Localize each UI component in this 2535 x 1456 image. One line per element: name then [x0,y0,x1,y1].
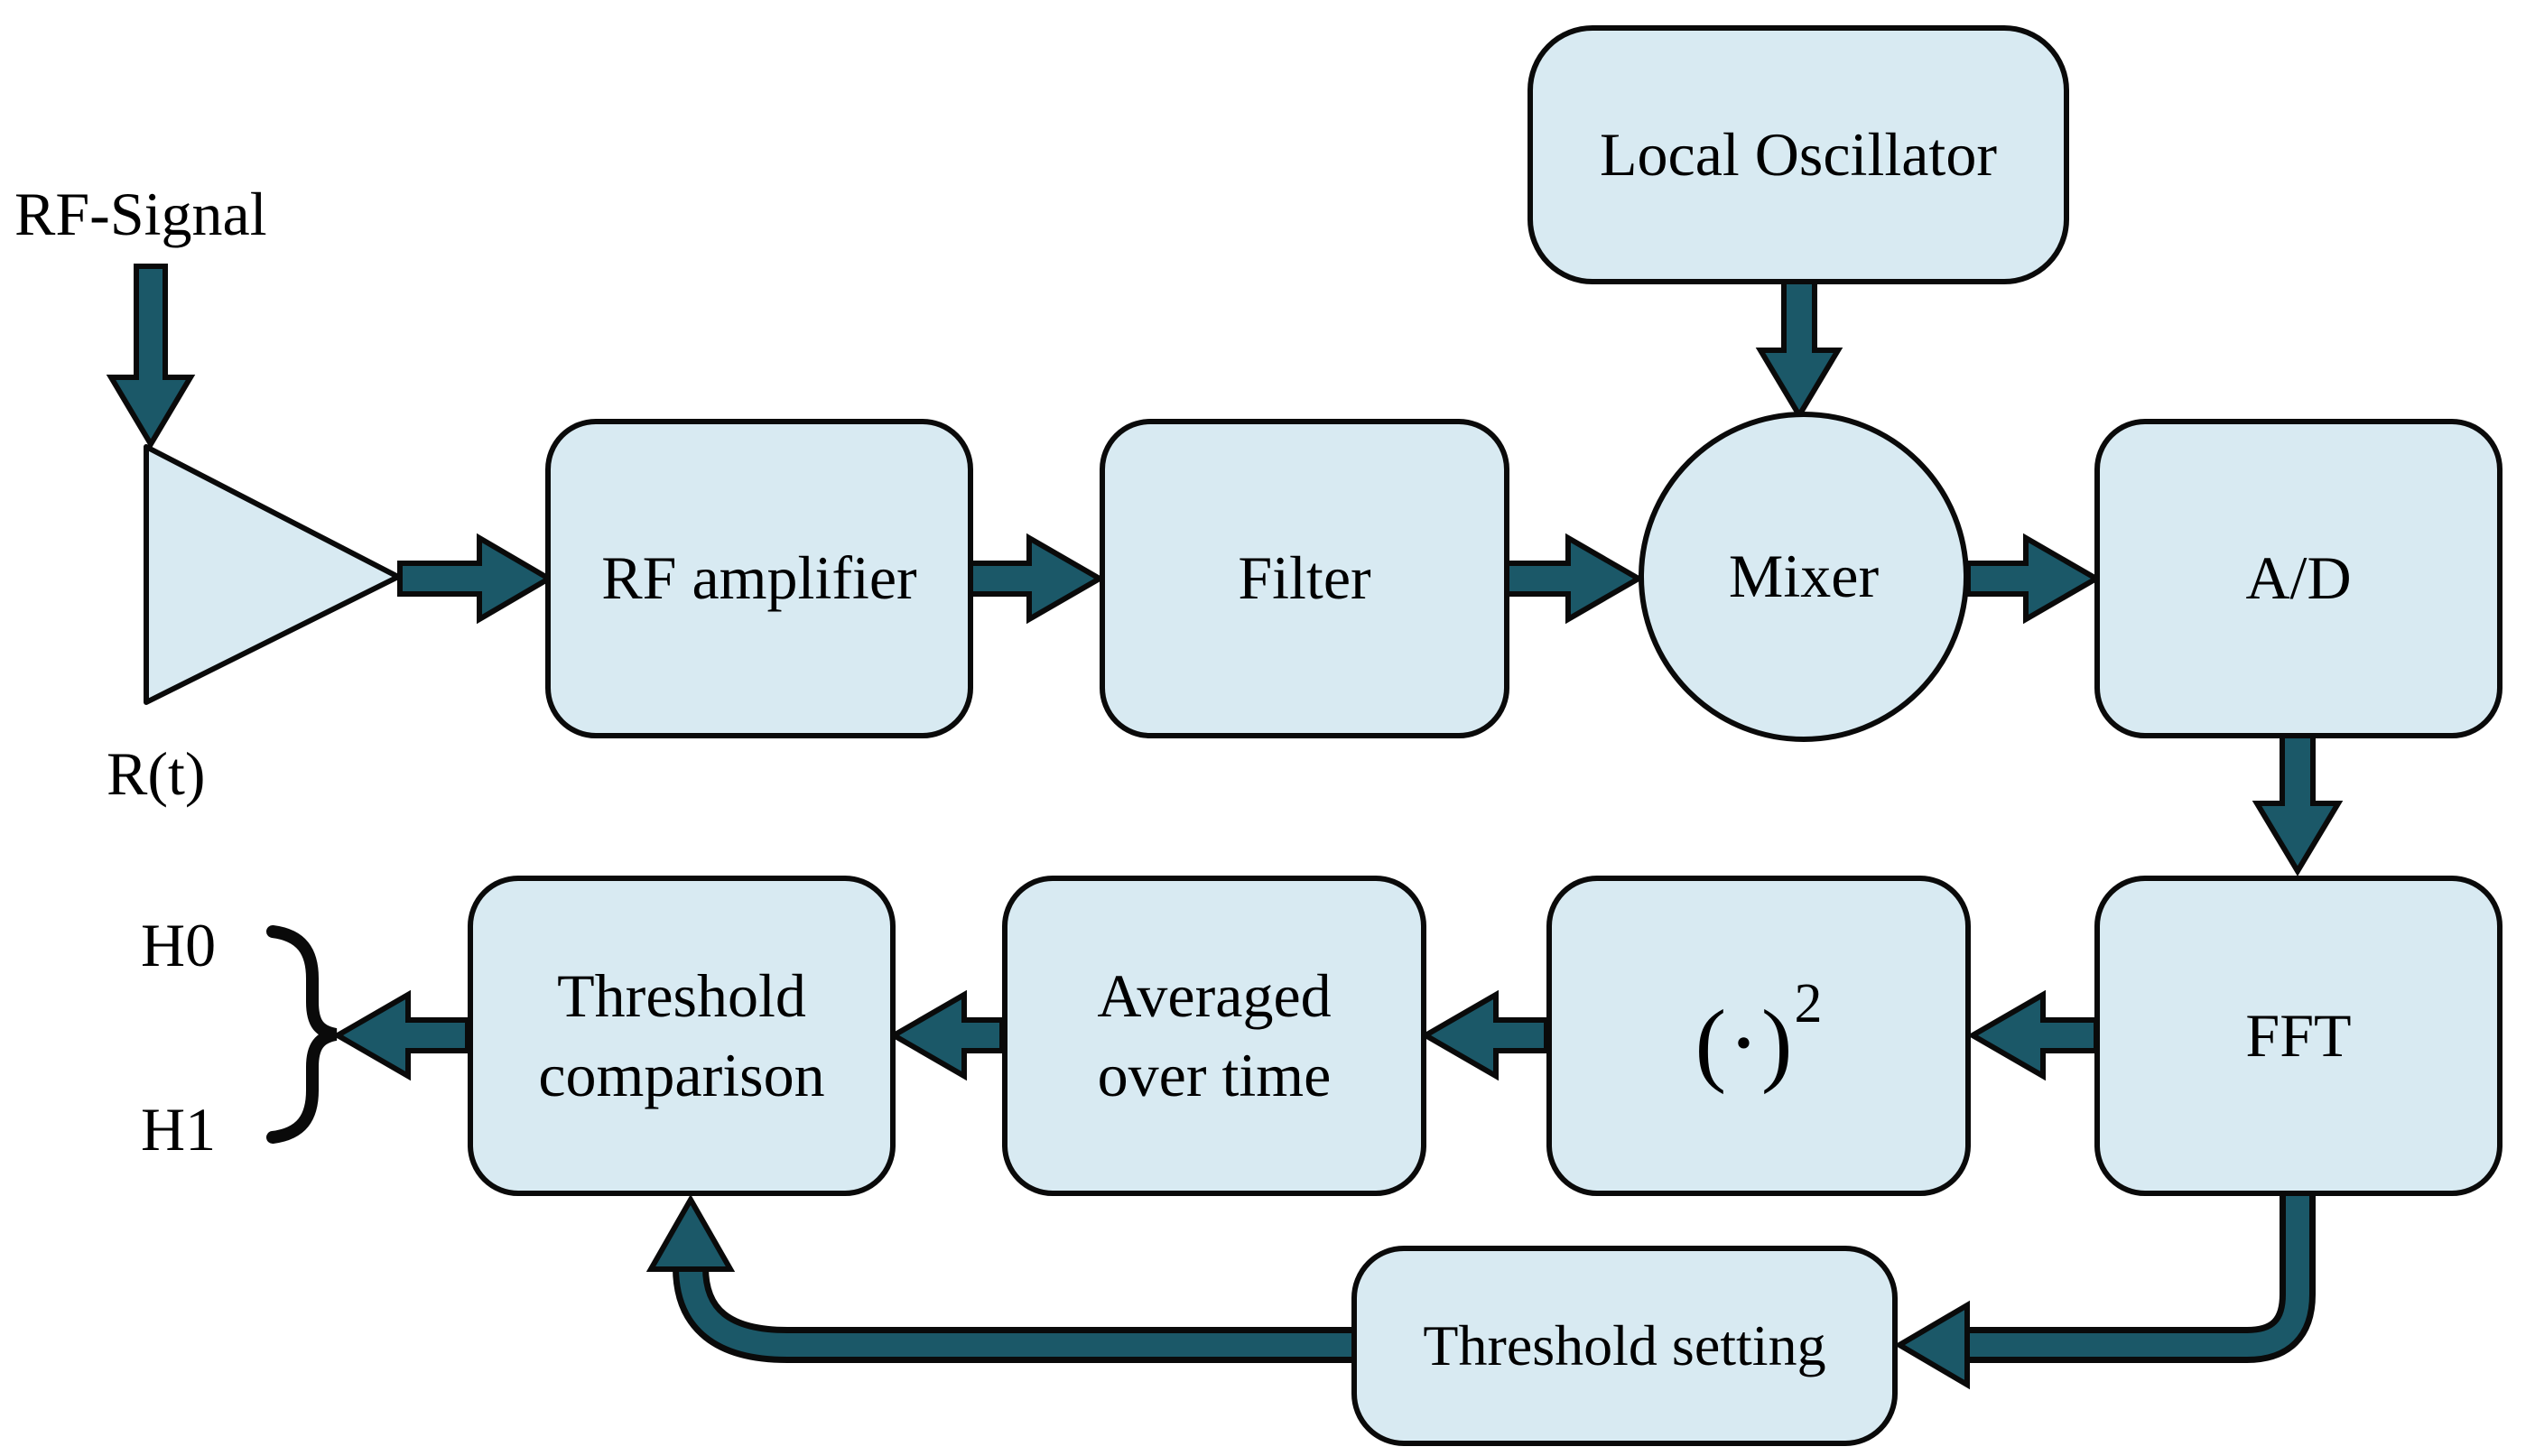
arrow-fft-to-squarer [1966,989,2099,1081]
threshold-setting-label: Threshold setting [1423,1313,1826,1378]
node-fft: FFT [2094,876,2502,1196]
hypothesis-h1-label: H1 [141,1095,217,1164]
feedback-fft-to-threshold-setting-line [1965,1193,2309,1357]
averager-label-line2: over time [1097,1040,1332,1109]
feedback-threshold-setting-to-comparison-line [679,1266,1351,1357]
local-oscillator-label: Local Oscillator [1600,119,1997,189]
arrow-averager-to-threshold-comparison [887,989,1005,1081]
arrow-antenna-to-rf-amplifier [397,533,554,625]
ad-converter-label: A/D [2245,543,2352,613]
node-threshold-comparison: Threshold comparison [468,876,896,1196]
averager-label-line1: Averaged [1097,961,1332,1031]
node-averager: Averaged over time [1002,876,1426,1196]
squarer-label-exponent: 2 [1794,972,1823,1034]
rf-signal-input-arrow-icon [106,264,196,450]
rf-signal-label: RF-Signal [14,180,267,248]
antenna-triangle-icon [144,444,401,705]
fft-label: FFT [2245,1000,2352,1070]
arrow-squarer-to-averager [1419,989,1549,1081]
hypothesis-h0-label: H0 [141,911,217,979]
threshold-comparison-label-line2: comparison [538,1040,825,1109]
node-local-oscillator: Local Oscillator [1528,25,2069,284]
node-threshold-setting: Threshold setting [1351,1246,1898,1446]
arrow-threshold-comparison-to-output [331,989,470,1081]
arrow-rf-amplifier-to-filter [967,533,1106,625]
feedback-arrowhead-into-threshold-comparison [645,1193,736,1272]
squarer-label: (·)2 [1695,969,1823,1103]
arrow-mixer-to-ad [1965,533,2103,625]
node-filter: Filter [1100,419,1509,738]
arrow-local-oscillator-to-mixer [1755,277,1843,421]
rf-amplifier-label: RF amplifier [601,543,917,613]
node-ad-converter: A/D [2094,419,2502,738]
filter-label: Filter [1238,543,1371,613]
node-squarer: (·)2 [1546,876,1971,1196]
arrow-filter-to-mixer [1503,533,1645,625]
mixer-label: Mixer [1728,542,1880,611]
squarer-label-main: (·) [1695,990,1795,1095]
threshold-comparison-label-line1: Threshold [557,961,806,1031]
node-rf-amplifier: RF amplifier [545,419,973,738]
feedback-fft-to-threshold-setting-outline [1965,1193,2316,1363]
antenna-signal-label: R(t) [107,739,206,808]
feedback-arrowhead-into-threshold-setting [1894,1300,1970,1390]
node-mixer: Mixer [1639,412,1969,742]
arrow-ad-to-fft [2252,733,2344,876]
output-brace-icon [266,925,338,1144]
